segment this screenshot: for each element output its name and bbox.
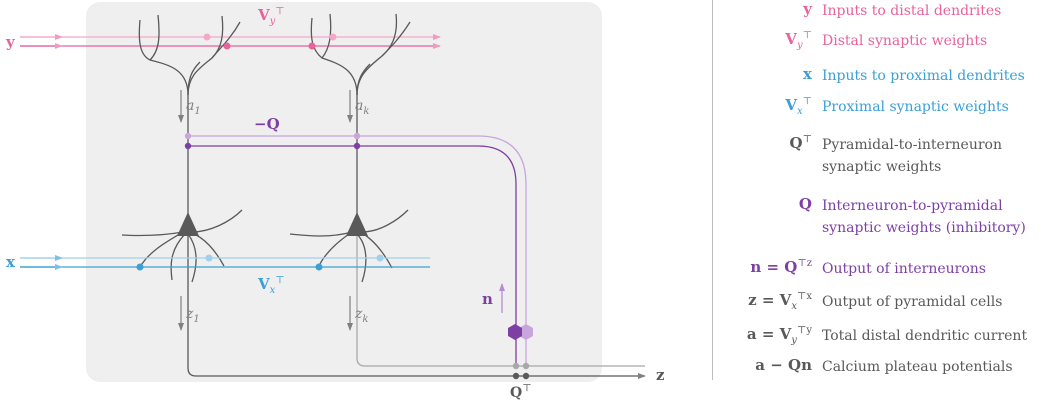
pyramidal-soma-1 [177,212,199,236]
pyramidal-axon-k [356,236,645,367]
inhibition-label: −Q [254,115,280,133]
legend-description: Proximal synaptic weights [822,99,1009,115]
inhibitory-synapse [353,142,361,150]
distal-synapse [329,33,337,41]
distal-synapse [223,42,231,50]
interneuron-soma-dark [508,324,522,340]
input-y-label: y [5,33,16,51]
output-z-label: z [656,366,665,384]
legend-symbol: n = Q⊤z [750,258,812,276]
proximal-synapse [315,263,323,271]
legend-symbol: x [803,65,812,83]
legend-row: y Inputs to distal dendrites [712,0,1061,22]
proximal-synapse [136,263,144,271]
qt-label: Q⊤ [510,383,532,401]
legend-description: Pyramidal-to-interneuron synaptic weight… [822,137,1002,175]
distal-synapse [203,33,211,41]
legend-symbol: Q⊤ [789,134,812,152]
inhibitory-synapse [353,132,361,140]
proximal-input-lines [20,255,430,270]
excitatory-synapse [512,362,520,370]
legend-row: Q⊤ Pyramidal-to-interneuron synaptic weig… [712,134,1061,178]
proximal-synapse [205,254,213,262]
legend-row: z = Vx⊤x Output of pyramidal cells [712,291,1061,313]
legend-description: Inputs to proximal dendrites [822,68,1025,84]
legend-row: x Inputs to proximal dendrites [712,65,1061,87]
interneuron-output-label: n [482,290,493,308]
pyramidal-soma-k [346,212,368,236]
pyramidal-cell-k [289,13,411,283]
legend-symbol: a − Qn [755,356,812,374]
ak-label: ak [355,98,369,117]
legend-symbol: Vy⊤ [785,30,812,51]
legend-description: Output of pyramidal cells [822,294,1003,310]
interneuron-soma-light [519,324,533,340]
inhibitory-synapse [184,132,192,140]
legend-description: Inputs to distal dendrites [822,3,1002,19]
legend-symbol: y [803,0,812,18]
distal-synapse [308,42,316,50]
legend-description: Output of interneurons [822,261,986,277]
interneurons [508,324,533,366]
circuit-diagram: y Vy⊤ x Vx⊤ −Q a1 ak z1 zk n Q⊤ z [5,2,665,401]
input-x-label: x [6,253,16,271]
proximal-weights-label: Vx⊤ [257,275,285,296]
legend-row: Q Interneuron-to-pyramidal synaptic weigh… [712,195,1061,239]
excitatory-synapse [522,372,530,380]
legend-symbol: z = Vx⊤x [748,291,812,312]
legend-divider [712,0,713,380]
legend-description: Distal synaptic weights [822,33,988,49]
excitatory-synapse [512,372,520,380]
legend-symbol: Q [798,195,812,213]
distal-weights-label: Vy⊤ [257,6,285,27]
inhibitory-synapse [184,142,192,150]
legend-row: Vy⊤ Distal synaptic weights [712,30,1061,52]
legend-description: Total distal dendritic current [822,328,1028,344]
z1-label: z1 [185,306,200,325]
legend-row: Vx⊤ Proximal synaptic weights [712,96,1061,118]
legend-description: Calcium plateau potentials [822,359,1013,375]
legend-description: Interneuron-to-pyramidal synaptic weight… [822,198,1026,236]
proximal-synapse [376,254,384,262]
legend-row: n = Q⊤z Output of interneurons [712,258,1061,280]
zk-label: zk [354,306,368,325]
legend-symbol: a = Vy⊤y [746,325,812,346]
a1-label: a1 [186,98,201,117]
circuit-panel [86,2,602,382]
legend-row: a = Vy⊤y Total distal dendritic current [712,325,1061,347]
excitatory-synapse [522,362,530,370]
legend-symbol: Vx⊤ [785,96,812,117]
interneuron-feedback-lines [188,135,527,326]
legend-row: a − Qn Calcium plateau potentials [712,356,1061,378]
